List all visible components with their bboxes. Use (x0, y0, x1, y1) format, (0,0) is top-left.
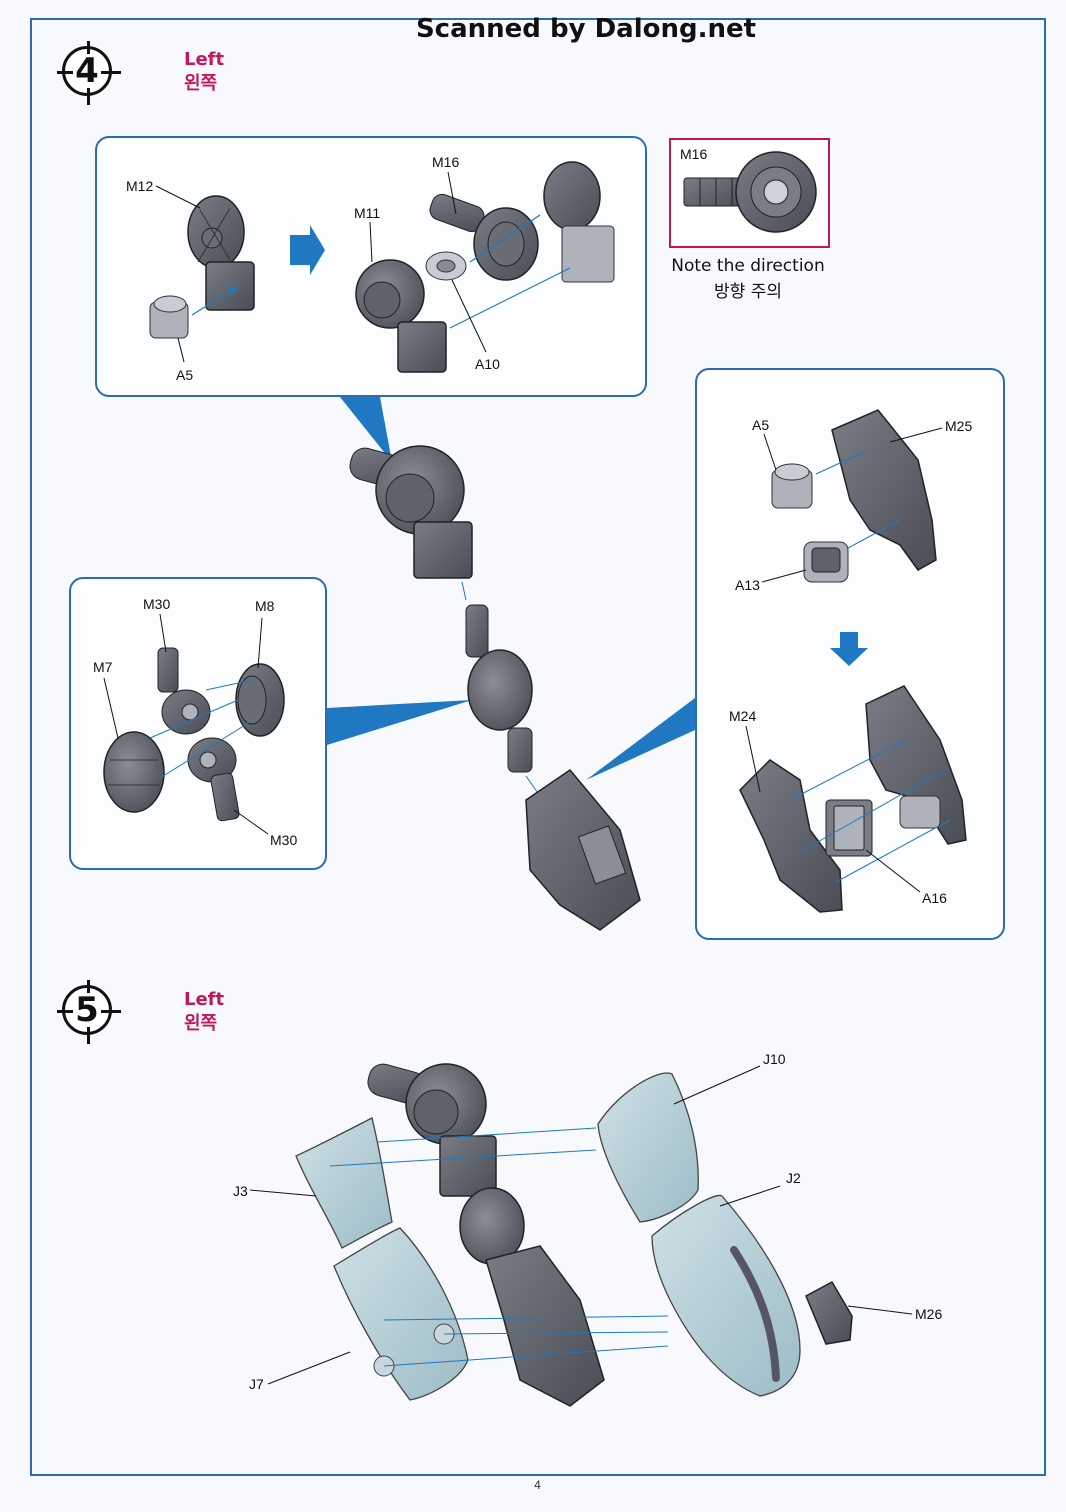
side-label-en: Left (184, 989, 225, 1010)
part-j10 (597, 1072, 699, 1223)
step-arrow-down (830, 632, 868, 666)
label-a10: A10 (475, 356, 500, 372)
label-m26: M26 (915, 1306, 943, 1322)
side-label-ko: 왼쪽 (184, 1013, 218, 1034)
part-m24 (739, 759, 843, 913)
label-m16: M16 (432, 154, 460, 170)
label-m25: M25 (945, 418, 973, 434)
label-m11: M11 (354, 205, 381, 221)
label-m30-upper: M30 (143, 596, 171, 612)
step-4-side-label: Left 왼쪽 (184, 48, 224, 96)
note-direction-text: Note the direction 방향 주의 (648, 253, 848, 305)
step-4-badge: 4 (57, 41, 121, 105)
label-a13: A13 (735, 577, 760, 593)
step5-upper-arm (367, 1063, 497, 1197)
part-j2 (651, 1194, 801, 1397)
part-a10 (425, 251, 467, 281)
label-m7: M7 (93, 659, 113, 675)
label-j10: J10 (763, 1051, 786, 1067)
side-label-ko: 왼쪽 (184, 73, 218, 94)
label-j7: J7 (249, 1376, 264, 1392)
part-a5-right (771, 463, 813, 509)
part-m12-assembled (543, 161, 615, 283)
part-m7 (103, 731, 165, 813)
side-label-en: Left (184, 49, 225, 70)
part-j7 (333, 1227, 469, 1401)
central-upper-arm (349, 445, 473, 579)
central-forearm (525, 768, 641, 931)
m16-note-drawing (683, 151, 817, 233)
part-m30-upper (157, 647, 211, 735)
part-m30-lower (187, 737, 240, 822)
label-j3: J3 (233, 1183, 248, 1199)
label-a5-top: A5 (176, 367, 194, 383)
step-5-side-label: Left 왼쪽 (184, 988, 224, 1036)
note-text-ko: 방향 주의 (714, 282, 782, 302)
label-j2: J2 (786, 1170, 801, 1186)
scan-credit: Scanned by Dalong.net (415, 14, 757, 44)
note-label-m16: M16 (680, 146, 708, 162)
part-m25-m13-assembled (865, 685, 967, 845)
label-m30-lower: M30 (270, 832, 298, 848)
page-number: 4 (534, 1478, 541, 1492)
label-a5-right: A5 (752, 417, 770, 433)
note-text-en: Note the direction (671, 256, 825, 276)
callout-wedge-left (327, 700, 472, 745)
part-a16 (825, 799, 873, 857)
label-m12: M12 (126, 178, 154, 194)
part-a5-top (149, 295, 189, 339)
part-m16-top (429, 193, 539, 281)
central-elbow (465, 604, 533, 773)
leader-lines (103, 171, 943, 1385)
part-m11 (355, 259, 447, 373)
callout-wedge-top (340, 397, 392, 462)
part-m25 (831, 409, 937, 571)
label-m24: M24 (729, 708, 757, 724)
label-m8: M8 (255, 598, 275, 614)
callout-wedge-right (586, 698, 695, 780)
part-m26 (805, 1280, 853, 1345)
page-frame (30, 18, 1046, 1476)
step-arrow-right (290, 225, 325, 275)
part-j3 (295, 1117, 393, 1249)
part-a13 (803, 541, 849, 583)
part-m12 (187, 195, 255, 311)
step-5-badge: 5 (57, 980, 121, 1044)
label-a16: A16 (922, 890, 947, 906)
part-m8 (235, 663, 285, 737)
step5-forearm (485, 1245, 605, 1407)
